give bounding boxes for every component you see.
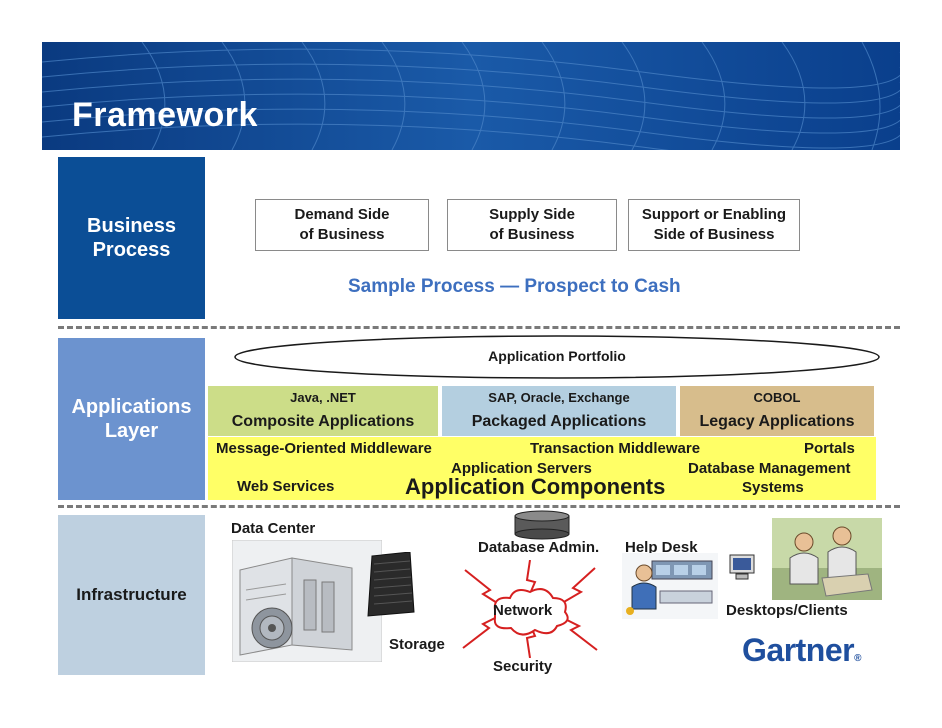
network-icon — [462, 560, 598, 658]
data-center-label: Data Center — [231, 520, 316, 537]
header-banner — [42, 42, 900, 150]
tech-label: COBOL — [753, 390, 801, 405]
tech-label: Java, .NET — [290, 390, 356, 405]
database-admin-label: Database Admin. — [478, 539, 600, 556]
logo-mark: ® — [854, 653, 861, 664]
demand-side-box: Demand Side of Business — [255, 199, 429, 251]
middleware-band — [208, 437, 876, 500]
divider-bottom — [58, 505, 900, 508]
tx-middleware-label: Transaction Middleware — [530, 440, 701, 457]
desktops-label: Desktops/Clients — [726, 602, 848, 619]
desktop-icon — [729, 554, 755, 580]
layer-label: Business Process — [87, 215, 176, 261]
storage-label: Storage — [389, 636, 445, 653]
help-desk-label: Help Desk — [625, 539, 698, 556]
logo-text: Gartner — [742, 632, 855, 668]
supply-side-box: Supply Side of Business — [447, 199, 617, 251]
box-line: of Business — [489, 226, 575, 243]
security-label: Security — [493, 658, 553, 675]
box-line: Demand Side — [294, 206, 390, 223]
tech-label: SAP, Oracle, Exchange — [488, 390, 630, 405]
portfolio-label: Application Portfolio — [488, 348, 626, 364]
portfolio-ellipse — [234, 335, 880, 379]
divider-top — [58, 326, 900, 329]
mom-label: Message-Oriented Middleware — [216, 440, 432, 457]
tech-name: Packaged Applications — [471, 413, 647, 430]
tech-name: Composite Applications — [231, 413, 415, 430]
help-desk-icon — [622, 553, 718, 619]
grid-pattern — [42, 42, 900, 150]
layer-business-process: Business Process — [58, 157, 205, 319]
network-label: Network — [493, 602, 553, 619]
sample-process-label: Sample Process — Prospect to Cash — [348, 276, 681, 297]
db-mgmt-label: Database Management — [688, 460, 851, 477]
tech-name: Legacy Applications — [699, 413, 855, 430]
app-components-label: Application Components — [405, 474, 666, 499]
storage-icon — [367, 552, 415, 617]
clients-photo-icon — [772, 518, 882, 600]
packaged-apps-box: SAP, Oracle, Exchange Packaged Applicati… — [442, 386, 676, 436]
app-servers-label: Application Servers — [451, 460, 592, 477]
layer-label: Infrastructure — [76, 585, 187, 604]
layer-applications: Applications Layer — [58, 338, 205, 500]
database-icon — [514, 510, 570, 540]
portals-label: Portals — [804, 440, 855, 457]
legacy-apps-box: COBOL Legacy Applications — [680, 386, 874, 436]
layer-infrastructure: Infrastructure — [58, 515, 205, 675]
composite-apps-box: Java, .NET Composite Applications — [208, 386, 438, 436]
box-line: Side of Business — [653, 226, 775, 243]
data-center-icon — [232, 540, 382, 662]
box-line: Support or Enabling — [641, 206, 787, 223]
page-title: Framework — [72, 96, 258, 134]
box-line: Supply Side — [489, 206, 575, 223]
web-services-label: Web Services — [237, 478, 335, 495]
db-systems-label: Systems — [742, 479, 804, 496]
gartner-logo: Gartner® — [742, 632, 861, 669]
layer-label: Applications Layer — [71, 396, 192, 442]
support-side-box: Support or Enabling Side of Business — [628, 199, 800, 251]
box-line: of Business — [299, 226, 385, 243]
